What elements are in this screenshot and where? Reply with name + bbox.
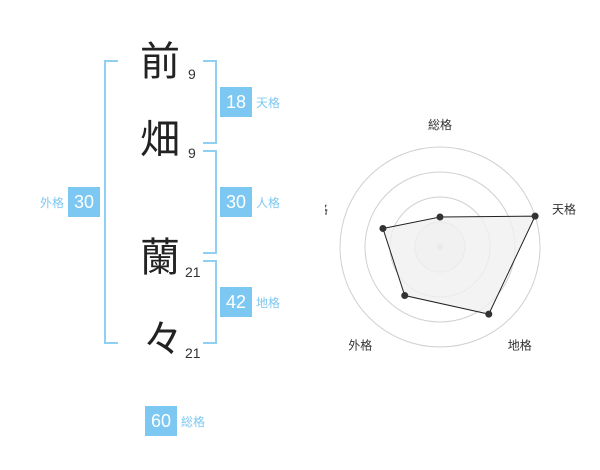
chikaku-badge: 42 地格 [220,287,280,317]
radar-axis-label: 天格 [552,201,576,216]
tenkaku-label: 天格 [256,95,281,110]
radar-point [485,310,493,318]
jinkaku-label: 人格 [256,195,281,210]
gaikaku-bracket [104,60,118,344]
stroke-count-4: 21 [185,345,201,361]
gaikaku-label: 外格 [40,195,65,210]
chikaku-value: 42 [220,287,252,317]
name-char-2: 畑 [140,117,180,163]
radar-point [379,224,387,232]
jinkaku-badge: 30 人格 [220,187,280,217]
jinkaku-bracket [203,150,217,254]
radar-ring [339,146,541,348]
name-char-4: 々 [143,317,183,363]
radar-polygon [382,215,536,315]
radar-axis-label: 地格 [508,338,532,353]
radar-point [531,212,539,220]
radar-axis-label: 総格 [428,117,452,132]
tenkaku-value: 18 [220,87,252,117]
soukaku-value: 60 [145,406,177,436]
name-char-1: 前 [140,39,180,85]
gaikaku-value: 30 [68,187,101,217]
jinkaku-value: 30 [220,187,252,217]
name-char-3: 蘭 [140,235,180,281]
tenkaku-badge: 18 天格 [220,87,280,117]
gaikaku-badge: 30 外格 [40,187,101,217]
stroke-count-2: 9 [188,145,196,161]
tenkaku-bracket [203,60,217,144]
stroke-count-1: 9 [188,66,196,82]
chikaku-label: 地格 [256,295,281,310]
chikaku-bracket [203,260,217,344]
soukaku-label: 総格 [181,414,206,429]
radar-axis-label: 外格 [348,338,372,353]
radar-point [401,292,409,300]
stroke-count-3: 21 [185,264,201,280]
radar-point [436,213,444,221]
soukaku-badge: 60 総格 [145,406,205,436]
radar-axis-label: 人格 [325,201,328,216]
